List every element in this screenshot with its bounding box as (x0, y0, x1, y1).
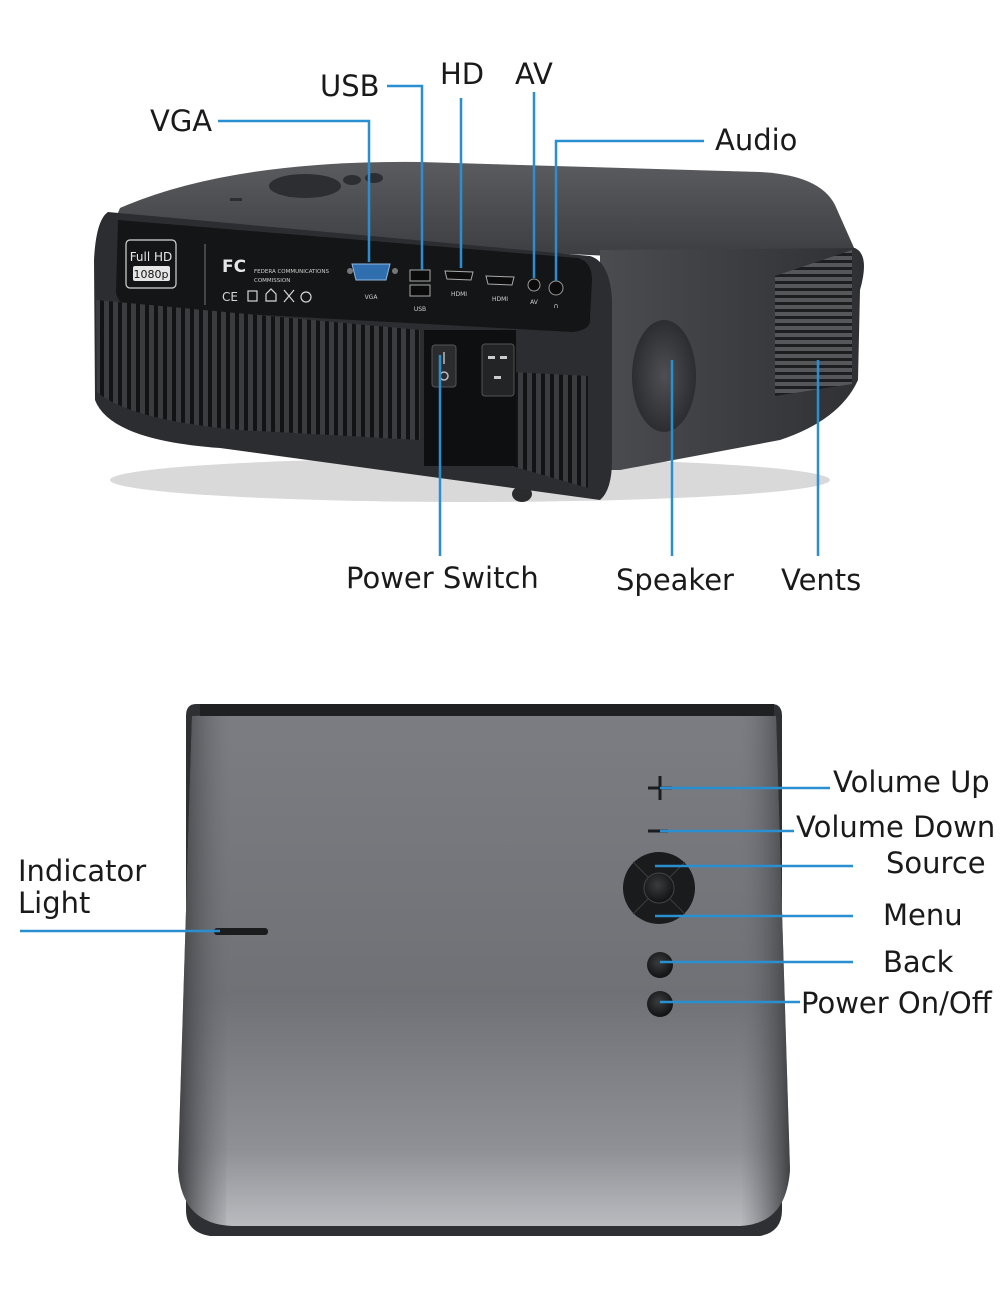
vga-port-text: VGA (365, 294, 379, 301)
usb-port-text: USB (414, 306, 426, 313)
lid-left-edge (178, 716, 232, 1226)
audio-label: Audio (715, 123, 798, 157)
vga-label: VGA (150, 104, 213, 138)
top-lid (178, 712, 790, 1226)
rear-label-panel (116, 220, 592, 332)
power-button-shape (647, 991, 673, 1017)
hdmi-port-2 (485, 275, 515, 286)
power-switch-rocker (431, 344, 457, 388)
usb-leader-line (387, 84, 424, 270)
svg-text:CE: CE (222, 290, 238, 304)
top-view-illustration (178, 704, 790, 1236)
speaker-label: Speaker (616, 563, 734, 597)
full-hd-badge (125, 239, 177, 289)
badge-top-text: Full HD (130, 250, 173, 264)
power-switch-label: Power Switch (346, 561, 539, 595)
usb-ports (409, 269, 431, 297)
dpad-center-button (643, 872, 675, 904)
indicator-label-line2: Light (18, 886, 91, 920)
power-socket (481, 343, 515, 397)
audio-jack (548, 280, 564, 296)
top-minus-mark (230, 198, 242, 201)
power-on-off-label: Power On/Off (801, 986, 992, 1020)
source-label: Source (886, 846, 986, 880)
rear-leader-lines (218, 84, 820, 556)
volume-up-label: Volume Up (833, 765, 990, 799)
hdmi-port-1-text: HDMI (451, 291, 467, 298)
hdmi-port-1 (444, 270, 474, 281)
vents-label: Vents (781, 563, 862, 597)
speaker-grille (632, 320, 696, 432)
side-vent-grille (775, 250, 852, 396)
hdmi-port-2-text: HDMI (492, 296, 508, 303)
vga-port (347, 263, 398, 281)
av-port-text: AV (530, 299, 539, 306)
menu-label: Menu (883, 898, 963, 932)
fcc-text-line1: FEDERA COMMUNICATIONS (254, 269, 329, 275)
back-button-shape (647, 952, 673, 978)
av-label: AV (515, 57, 553, 91)
av-jack (527, 278, 541, 292)
top-leader-lines (20, 786, 853, 1004)
fcc-text-line2: COMMISSION (254, 278, 290, 284)
headphone-icon: ∩ (553, 302, 558, 310)
badge-bottom-text: 1080p (134, 268, 169, 281)
lid-top-band (200, 704, 774, 716)
lid-right-edge (740, 716, 790, 1226)
rear-vent-left (96, 300, 420, 440)
indicator-light (214, 928, 268, 935)
volume-down-label: Volume Down (796, 810, 996, 844)
top-control-dial (269, 174, 341, 198)
audio-leader-line (554, 139, 704, 281)
certification-icons: CE (222, 288, 312, 304)
top-button (365, 173, 383, 183)
hd-label: HD (440, 57, 485, 91)
indicator-light-label: Indicator Light (18, 855, 146, 919)
vga-leader-line (218, 119, 371, 262)
indicator-label-line1: Indicator (18, 854, 147, 888)
rear-view-illustration: Full HD 1080p FC FEDERA COMMUNICATIONS C… (94, 161, 864, 502)
usb-label: USB (320, 69, 380, 103)
top-button (343, 175, 361, 185)
rear-vent-right (512, 372, 588, 488)
fcc-logo: FC (222, 257, 246, 277)
back-label: Back (883, 945, 954, 979)
